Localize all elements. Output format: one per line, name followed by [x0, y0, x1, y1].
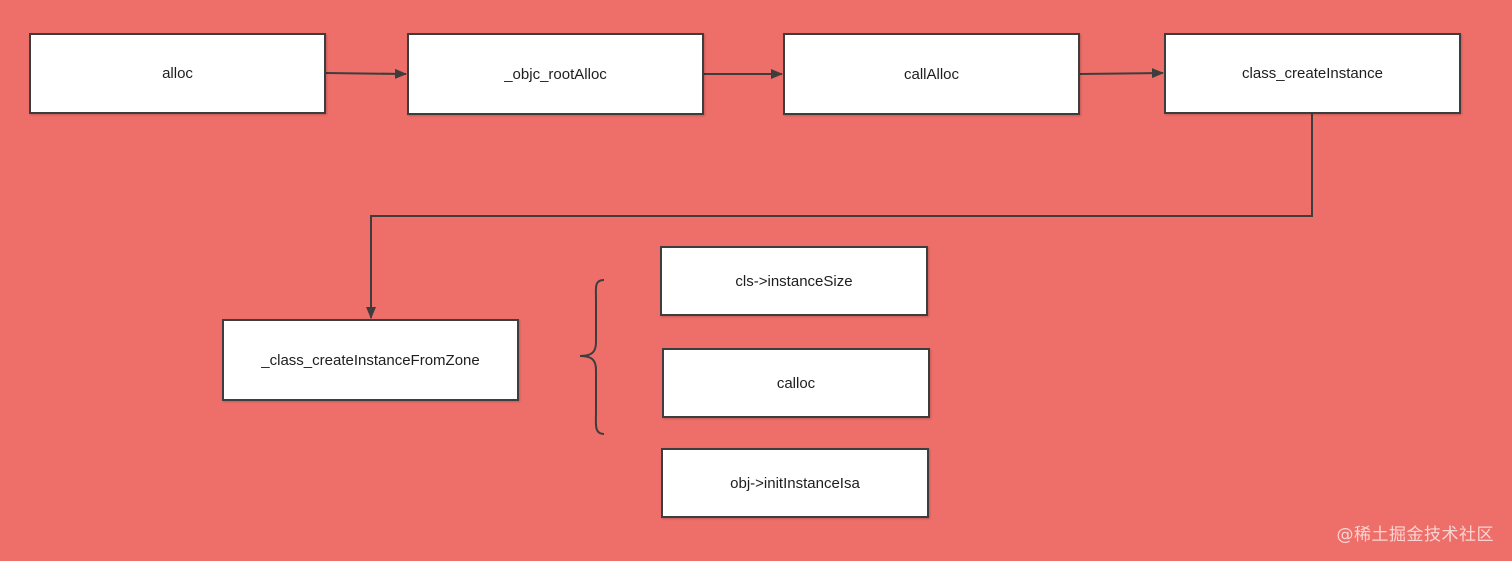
arrow-call-alloc-to-class-create-instance — [1079, 68, 1164, 79]
instance-size-label: cls->instanceSize — [735, 272, 853, 290]
alloc-box: alloc — [29, 33, 326, 114]
curly-brace — [579, 279, 605, 435]
watermark: @稀土掘金技术社区 — [1336, 525, 1494, 545]
class-create-instance-from-zone-box: _class_createInstanceFromZone — [222, 319, 519, 401]
call-alloc-box: callAlloc — [783, 33, 1080, 115]
class-create-instance-box: class_createInstance — [1164, 33, 1461, 114]
instance-size-box: cls->instanceSize — [660, 246, 928, 316]
arrow-alloc-to-objc-root-alloc — [325, 68, 407, 79]
objc-root-alloc-label: _objc_rootAlloc — [504, 65, 607, 83]
alloc-label: alloc — [162, 65, 193, 82]
objc-root-alloc-box: _objc_rootAlloc — [407, 33, 704, 115]
init-instance-isa-label: obj->initInstanceIsa — [730, 474, 860, 492]
init-instance-isa-box: obj->initInstanceIsa — [661, 448, 929, 518]
call-alloc-label: callAlloc — [903, 65, 960, 83]
class-create-instance-from-zone-label: _class_createInstanceFromZone — [261, 351, 480, 369]
calloc-label: calloc — [776, 374, 816, 392]
calloc-box: calloc — [662, 348, 930, 418]
class-create-instance-label: class_createInstance — [1242, 65, 1383, 82]
